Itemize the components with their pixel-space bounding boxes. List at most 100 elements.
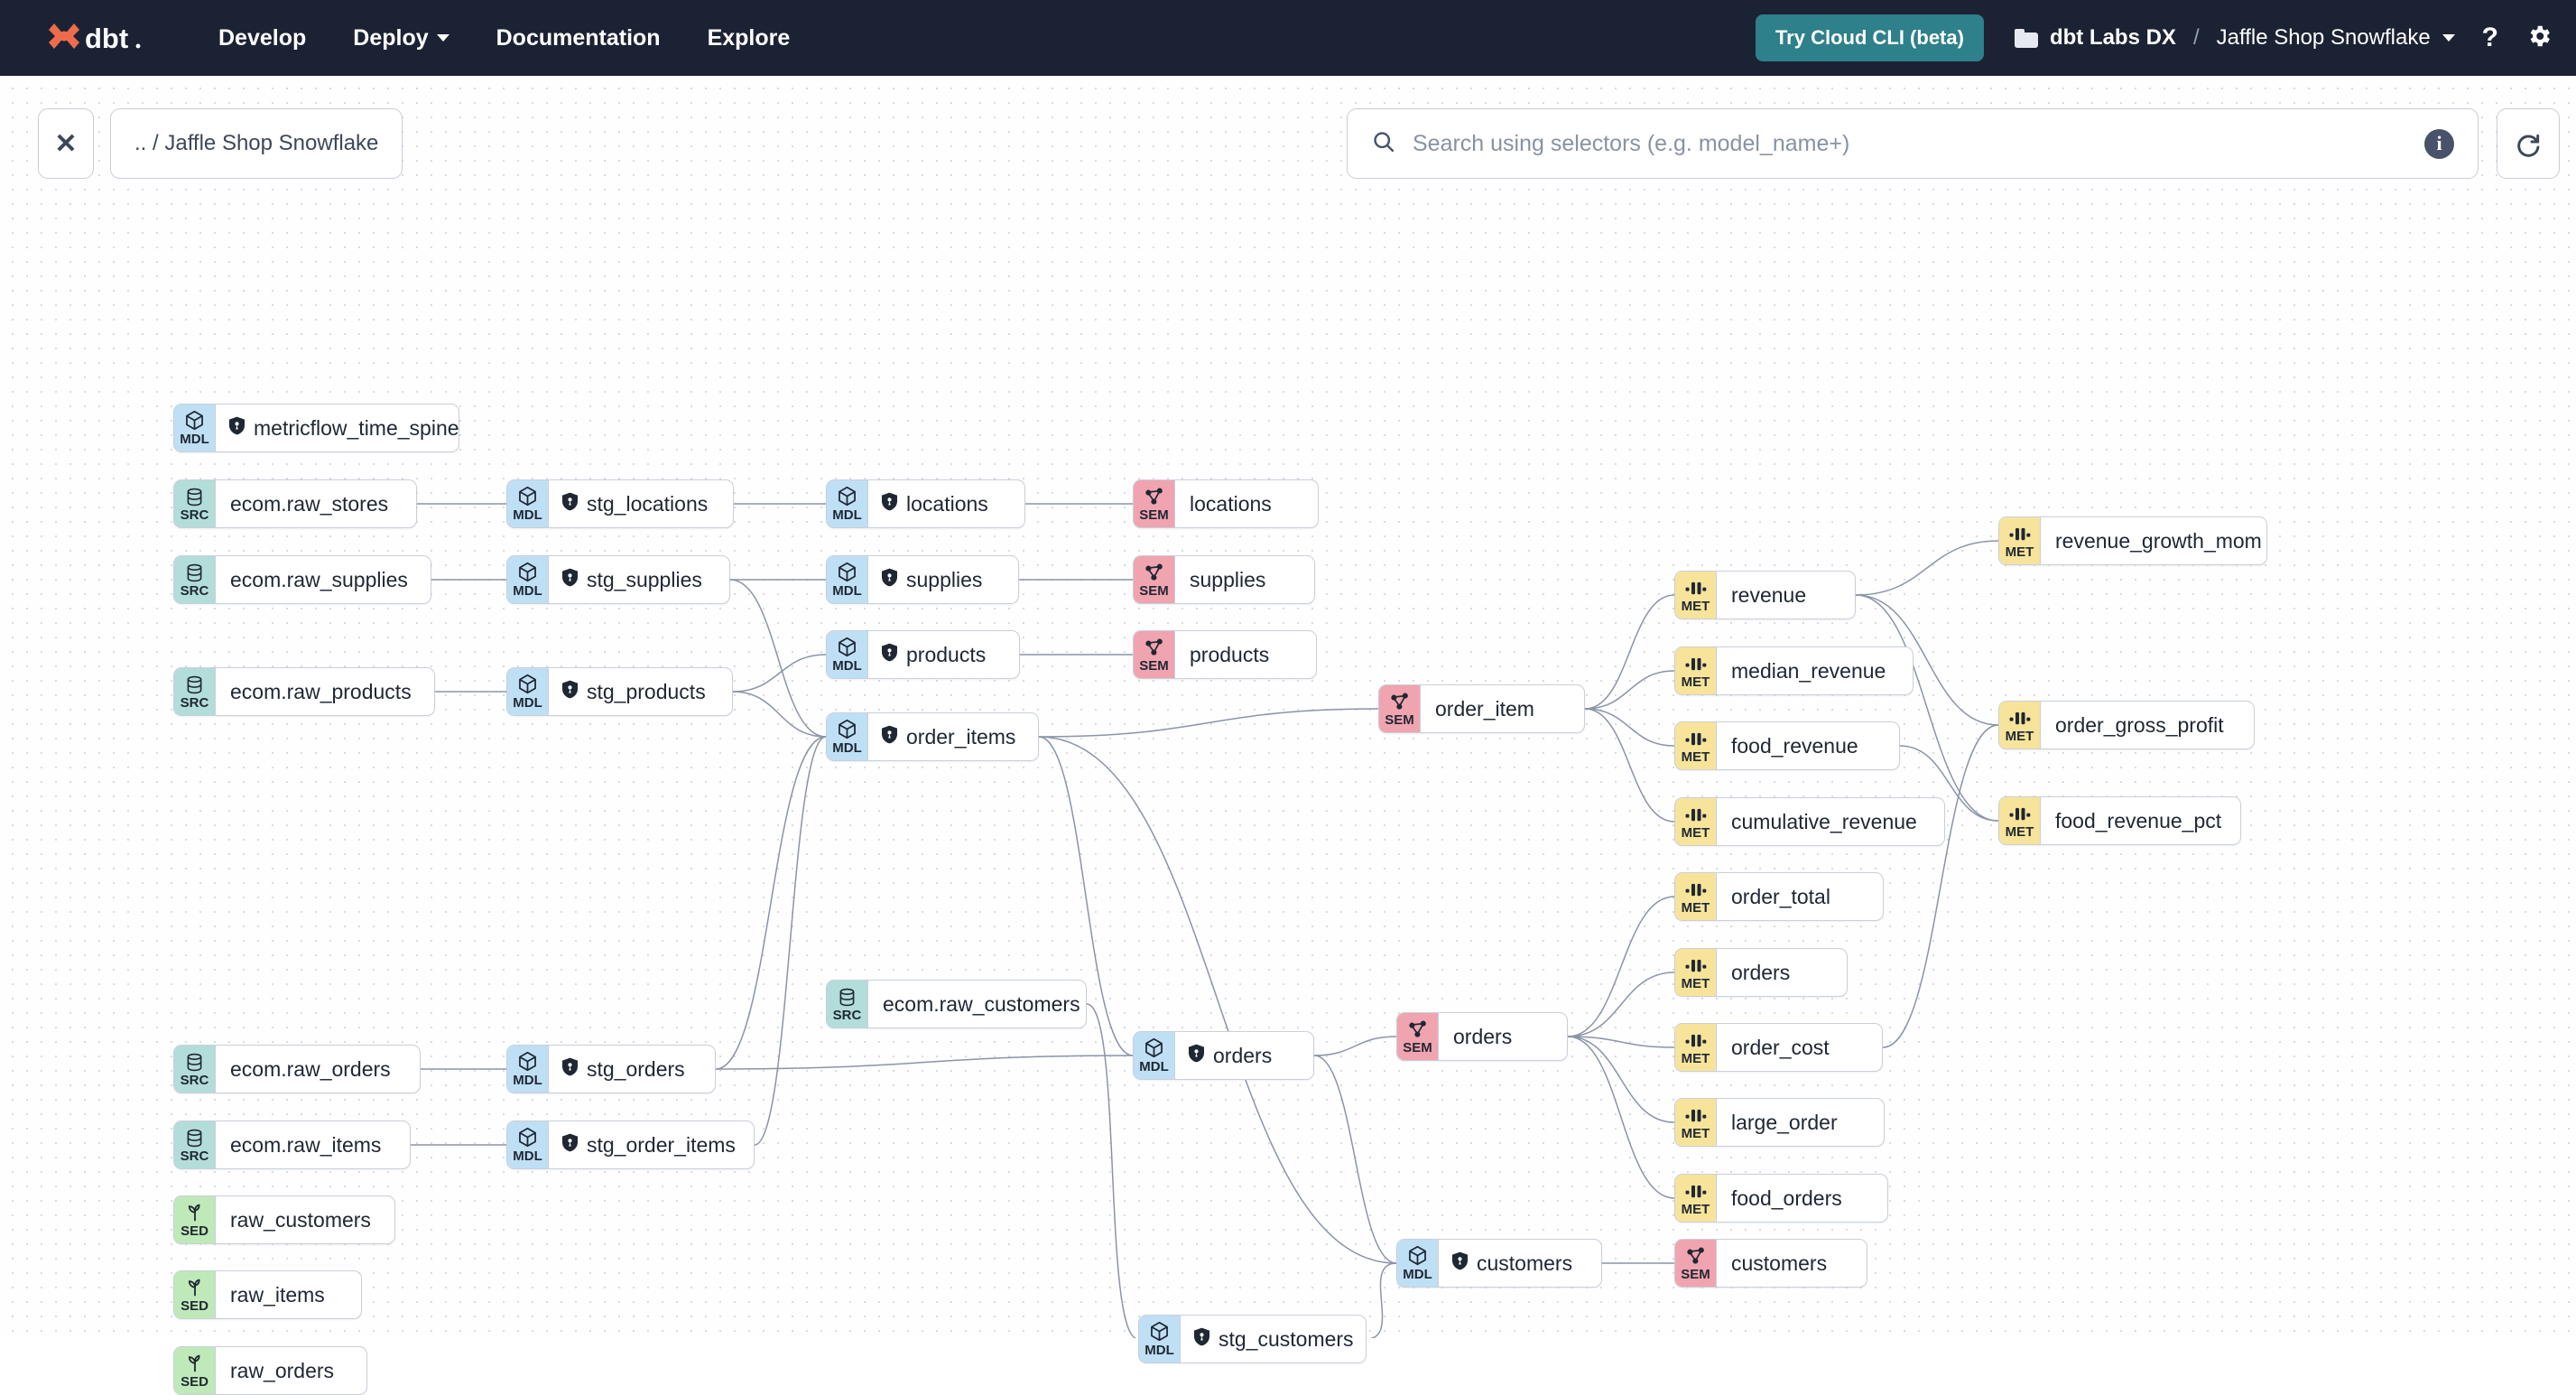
graph-node-sem-orders[interactable]: SEM orders xyxy=(1396,1012,1568,1061)
search-bar[interactable]: i xyxy=(1347,108,2479,179)
chevron-down-icon[interactable] xyxy=(2442,34,2455,42)
chevron-down-icon xyxy=(436,34,449,42)
node-body: orders xyxy=(1439,1013,1567,1060)
node-type-label: SRC xyxy=(180,694,209,711)
node-type-badge-mdl: MDL xyxy=(827,713,868,760)
breadcrumb-button[interactable]: .. / Jaffle Shop Snowflake xyxy=(110,108,403,179)
nav-link-develop[interactable]: Develop xyxy=(195,16,329,60)
graph-node-stg-order-items[interactable]: MDL stg_order_items xyxy=(506,1121,755,1169)
lineage-edge xyxy=(1584,594,1675,710)
lineage-toolbar: ✕ .. / Jaffle Shop Snowflake i xyxy=(0,108,2576,179)
account-project-breadcrumb[interactable]: dbt Labs DX / Jaffle Shop Snowflake xyxy=(2014,25,2455,51)
nav-link-deploy[interactable]: Deploy xyxy=(329,16,472,60)
node-label: ecom.raw_orders xyxy=(230,1056,391,1081)
lineage-edge xyxy=(1584,708,1675,747)
sprout-icon xyxy=(184,1278,206,1298)
node-type-label: MET xyxy=(1681,749,1710,765)
node-type-label: MET xyxy=(1681,824,1710,841)
node-type-badge-src: SRC xyxy=(174,556,216,603)
node-body: revenue_growth_mom xyxy=(2041,517,2266,564)
node-label: locations xyxy=(1190,491,1272,516)
node-body: customers xyxy=(1439,1240,1601,1287)
node-type-label: MDL xyxy=(180,431,209,447)
node-type-label: MET xyxy=(2005,823,2034,840)
close-button[interactable]: ✕ xyxy=(38,108,94,179)
breadcrumb-separator: / xyxy=(2192,25,2200,50)
node-body: cumulative_revenue xyxy=(1717,798,1944,845)
lineage-edge xyxy=(1567,1036,1675,1123)
gear-icon[interactable] xyxy=(2525,23,2553,54)
node-type-badge-mdl: MDL xyxy=(507,1046,549,1093)
node-type-label: MET xyxy=(1681,598,1710,614)
node-label: stg_order_items xyxy=(587,1132,736,1157)
graph-node-met-cumulative-revenue[interactable]: MET cumulative_revenue xyxy=(1674,797,1945,846)
refresh-button[interactable] xyxy=(2497,108,2560,179)
lineage-canvas[interactable]: ✕ .. / Jaffle Shop Snowflake i MDLmetric… xyxy=(0,76,2576,1395)
dbt-logo[interactable]: dbt xyxy=(47,18,144,58)
nav-link-explore[interactable]: Explore xyxy=(684,16,814,60)
try-cloud-cli-button[interactable]: Try Cloud CLI (beta) xyxy=(1755,14,1984,61)
node-label: stg_customers xyxy=(1219,1326,1354,1351)
node-type-label: SRC xyxy=(180,1072,209,1088)
node-type-label: MDL xyxy=(513,1148,542,1164)
node-type-badge-sem: SEM xyxy=(1134,631,1175,678)
help-icon[interactable]: ? xyxy=(2481,23,2498,52)
node-body: revenue xyxy=(1717,572,1855,618)
nav-link-documentation[interactable]: Documentation xyxy=(473,16,684,60)
node-type-badge-sed: SED xyxy=(174,1347,216,1394)
node-body: order_item xyxy=(1421,685,1584,732)
graph-nodes-icon xyxy=(1144,487,1165,507)
graph-nodes-icon xyxy=(1144,563,1165,583)
shield-icon xyxy=(1451,1251,1469,1276)
graph-node-ecom-raw-orders[interactable]: SRC ecom.raw_orders xyxy=(173,1045,421,1093)
database-icon xyxy=(184,1128,205,1149)
node-type-badge-mdl: MDL xyxy=(827,480,868,527)
graph-node-met-revenue[interactable]: MET revenue xyxy=(1674,571,1856,619)
node-label: stg_products xyxy=(587,679,706,703)
lineage-edge xyxy=(715,736,827,1070)
info-icon[interactable]: i xyxy=(2424,128,2454,159)
search-input[interactable] xyxy=(1413,130,2424,157)
node-type-badge-mdl: MDL xyxy=(507,1121,549,1168)
node-body: stg_orders xyxy=(549,1046,715,1093)
node-type-label: SEM xyxy=(1403,1039,1432,1056)
lineage-edge xyxy=(1584,708,1675,823)
node-type-badge-met: MET xyxy=(1675,722,1717,769)
